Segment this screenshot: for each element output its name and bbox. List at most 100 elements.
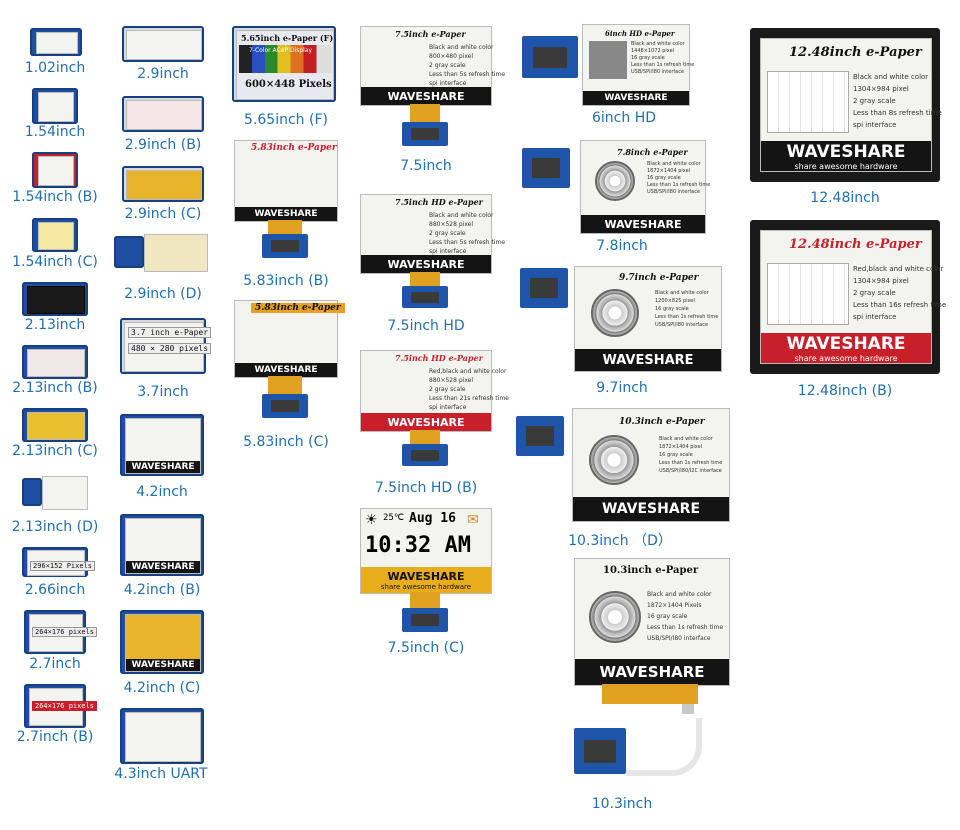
- spec-list: Black and white color 1872×1404 pixel 16…: [659, 435, 722, 475]
- display-screen: 3.7 inch e-Paper 480 × 280 pixels: [124, 322, 212, 372]
- spec-line: Black and white color: [659, 436, 713, 442]
- screen-title: 12.48inch e-Paper: [789, 45, 922, 60]
- epaper-2-9[interactable]: [122, 26, 204, 62]
- spec-line: 16 gray scale: [631, 55, 665, 61]
- epaper-7-5hd-b[interactable]: 7.5inch HD e-Paper Red,black and white c…: [360, 350, 509, 474]
- display-screen: [27, 412, 85, 440]
- epaper-2-7b[interactable]: 264×176 pixels: [24, 684, 98, 728]
- epaper-1-54[interactable]: [32, 88, 78, 124]
- epaper-5-83b[interactable]: 5.83inch e-Paper WAVESHARE: [234, 140, 338, 270]
- spec-line: Black and white color: [647, 161, 701, 167]
- spec-list: Black and white color 1872×1404 pixel 16…: [647, 161, 710, 196]
- spec-list: Black and white color 1200×825 pixel 16 …: [655, 289, 718, 329]
- spec-line: spi interface: [429, 248, 467, 255]
- screen-title: 7.5inch e-Paper: [395, 29, 466, 39]
- display-screen: 9.7inch e-Paper Black and white color 12…: [574, 266, 722, 372]
- epaper-3-7[interactable]: 3.7 inch e-Paper 480 × 280 pixels: [120, 318, 212, 374]
- display-screen: WAVESHARE: [125, 518, 201, 574]
- epaper-2-13b[interactable]: [22, 345, 88, 379]
- epaper-4-2[interactable]: WAVESHARE: [120, 414, 204, 476]
- caption-4-2: 4.2inch: [136, 484, 188, 500]
- brand-bar: WAVESHARE: [361, 255, 491, 273]
- caption-2-13d: 2.13inch (D): [11, 519, 99, 535]
- spec-list: Black and white color 800×480 pixel 2 gr…: [429, 43, 505, 88]
- epaper-1-54b[interactable]: [32, 152, 78, 188]
- epaper-7-5[interactable]: 7.5inch e-Paper Black and white color 80…: [360, 26, 505, 156]
- display-screen: 264×176 pixels: [29, 614, 98, 652]
- spec-line: Less than 5s refresh time: [429, 71, 506, 78]
- brand-name: WAVESHARE: [786, 141, 906, 162]
- driver-board: [522, 36, 578, 78]
- display-screen: 6inch HD e-Paper Black and white color 1…: [582, 24, 694, 106]
- display-screen: [125, 712, 201, 762]
- display-screen: 5.83inch e-Paper WAVESHARE: [234, 300, 345, 378]
- caption-4-3-uart: 4.3inch UART: [114, 766, 208, 782]
- spec-line: Red,black and white color: [853, 265, 944, 273]
- epaper-1-02[interactable]: [30, 28, 82, 56]
- epaper-2-9c[interactable]: [122, 166, 204, 202]
- brand-bar: WAVESHARE share awesome hardware: [761, 333, 931, 363]
- epaper-2-13c[interactable]: [22, 408, 88, 442]
- display-screen: WAVESHARE: [125, 614, 201, 672]
- epaper-7-5c[interactable]: ☀ 25℃ Aug 16 ✉ 10:32 AM WAVESHARE share …: [360, 508, 492, 640]
- display-screen: [38, 156, 74, 186]
- caption-2-7b: 2.7inch (B): [16, 729, 94, 745]
- screen-title: 6inch HD e-Paper: [605, 29, 675, 38]
- epaper-6hd[interactable]: 6inch HD e-Paper Black and white color 1…: [520, 24, 694, 106]
- epaper-10-3[interactable]: 10.3inch e-Paper Black and white color 1…: [572, 558, 732, 794]
- display-screen: 7.5inch e-Paper Black and white color 80…: [360, 26, 505, 106]
- spec-line: 2 gray scale: [853, 97, 896, 105]
- epaper-4-3-uart[interactable]: [120, 708, 204, 764]
- epaper-4-2c[interactable]: WAVESHARE: [120, 610, 204, 674]
- screen-title: 9.7inch e-Paper: [619, 273, 699, 283]
- driver-board: [22, 478, 42, 506]
- display-screen: 264×176 pixels: [29, 688, 98, 726]
- display-screen: 7.5inch HD e-Paper Red,black and white c…: [360, 350, 509, 432]
- epaper-5-83c[interactable]: 5.83inch e-Paper WAVESHARE: [234, 300, 345, 430]
- epaper-12-48b[interactable]: 12.48inch e-Paper Red,black and white co…: [750, 220, 946, 374]
- spec-line: 1448×1072 pixel: [631, 48, 675, 54]
- spec-line: 1304×984 pixel: [853, 85, 909, 93]
- epaper-2-7[interactable]: 264×176 pixels: [24, 610, 98, 654]
- screen-title: 5.83inch e-Paper: [251, 303, 345, 313]
- display-screen: [126, 170, 202, 200]
- caption-7-5hd: 7.5inch HD: [387, 318, 465, 334]
- spec-line: Black and white color: [429, 212, 494, 219]
- epaper-2-9d[interactable]: [114, 232, 208, 272]
- spec-line: 880×528 pixel: [429, 377, 474, 384]
- spec-line: 800×480 pixel: [429, 53, 474, 60]
- epaper-2-13d[interactable]: [22, 472, 88, 512]
- epaper-2-13[interactable]: [22, 282, 88, 316]
- epaper-7-5hd[interactable]: 7.5inch HD e-Paper Black and white color…: [360, 194, 505, 314]
- pixel-label: 264×176 pixels: [32, 627, 98, 637]
- epaper-7-8[interactable]: 7.8inch e-Paper Black and white color 18…: [520, 140, 710, 234]
- brand-bar: WAVESHARE: [575, 659, 729, 685]
- spec-line: Less than 1s refresh time: [655, 314, 719, 320]
- spec-line: 2 gray scale: [429, 62, 466, 69]
- epaper-5-65f[interactable]: 5.65inch e-Paper (F) 7-Color ACeP Displa…: [232, 26, 336, 102]
- spec-line: Less than 5s refresh time: [429, 239, 506, 246]
- epaper-4-2b[interactable]: WAVESHARE: [120, 514, 204, 576]
- display-screen: ☀ 25℃ Aug 16 ✉ 10:32 AM WAVESHARE share …: [360, 508, 492, 594]
- spec-line: USB/SPI/I80 interface: [647, 189, 701, 195]
- epaper-2-9b[interactable]: [122, 96, 204, 132]
- mail-icon: ✉: [467, 511, 479, 527]
- driver-board: [402, 608, 448, 632]
- driver-board: [520, 268, 568, 308]
- sample-image: [589, 41, 627, 79]
- caption-2-13c: 2.13inch (C): [12, 443, 98, 459]
- caption-7-5hd-b: 7.5inch HD (B): [374, 480, 478, 496]
- epaper-10-3d[interactable]: 10.3inch e-Paper Black and white color 1…: [514, 408, 730, 522]
- display-screen: [38, 222, 74, 250]
- caption-1-54: 1.54inch: [24, 124, 86, 140]
- epaper-1-54c[interactable]: [32, 218, 78, 252]
- color-palette: 7-Color ACeP Display: [239, 45, 331, 73]
- epaper-2-66[interactable]: 296×152 Pixels: [22, 547, 96, 577]
- display-screen: [144, 234, 208, 272]
- spec-list: Red,black and white color 880×528 pixel …: [429, 367, 509, 412]
- brand-bar: WAVESHARE: [235, 207, 337, 221]
- epaper-12-48[interactable]: 12.48inch e-Paper Black and white color …: [750, 28, 942, 182]
- screen-title: 5.65inch e-Paper (F): [241, 33, 334, 43]
- spec-list: Red,black and white color 1304×984 pixel…: [853, 263, 946, 323]
- epaper-9-7[interactable]: 9.7inch e-Paper Black and white color 12…: [518, 266, 722, 372]
